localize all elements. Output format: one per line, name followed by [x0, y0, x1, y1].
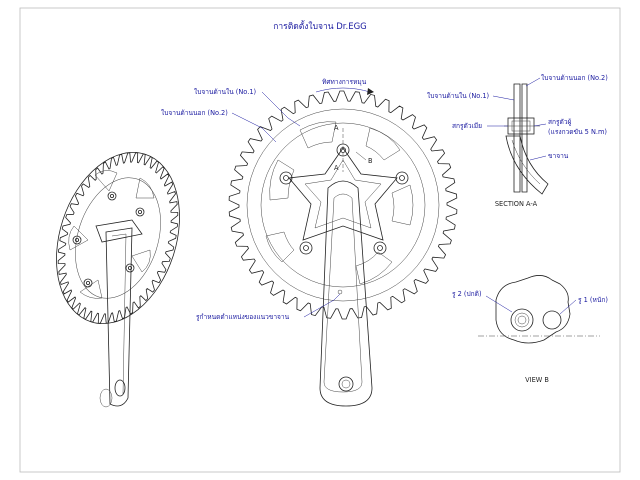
label-section-outer-ring: ใบจานด้านนอก (No.2)	[541, 74, 608, 82]
front-view-crankset: A A B	[228, 87, 458, 407]
view-mark-b: B	[368, 157, 373, 165]
isometric-crankset	[56, 152, 180, 408]
label-hole2: รู 2 (ปกติ)	[452, 290, 482, 298]
label-outer-ring: ใบจานด้านนอก (No.2)	[161, 109, 228, 117]
label-nut: สกรูตัวเมีย	[452, 122, 482, 130]
view-b-detail	[478, 275, 600, 344]
section-a-a-view	[504, 83, 549, 195]
label-section-inner-ring: ใบจานด้านใน (No.1)	[427, 92, 489, 100]
section-mark-a-bottom: A	[334, 164, 339, 172]
label-crank-position-hole: รูกำหนดตำแหน่งของแนวขาจาน	[196, 313, 290, 321]
sheet-border	[19, 7, 621, 473]
label-hole1: รู 1 (หนัก)	[578, 296, 608, 304]
drawing-title: การติดตั้งใบจาน Dr.EGG	[273, 20, 367, 32]
label-rotation-direction: ทิศทางการหมุน	[322, 78, 367, 86]
section-mark-a-top: A	[334, 124, 339, 132]
caption-section-a-a: SECTION A-A	[495, 200, 538, 208]
label-crank-arm: ขาจาน	[548, 152, 569, 160]
label-bolt-1: สกรูตัวผู้	[548, 118, 572, 126]
label-inner-ring: ใบจานด้านใน (No.1)	[194, 88, 256, 96]
caption-view-b: VIEW B	[525, 376, 549, 384]
label-bolt-2: (แรงกวดขัน 5 N.m)	[548, 128, 607, 136]
